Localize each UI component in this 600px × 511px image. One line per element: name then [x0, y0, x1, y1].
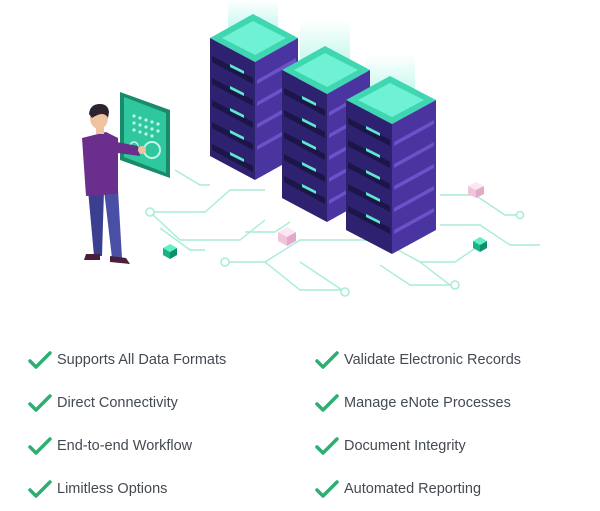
server-illustration-graphic	[82, 0, 540, 297]
checkmark-icon	[28, 394, 52, 412]
feature-label: End-to-end Workflow	[57, 438, 193, 454]
server-rack-1	[210, 14, 298, 180]
cube-green-left	[163, 244, 177, 259]
feature-item: Document Integrity	[314, 434, 466, 458]
feature-item: Limitless Options	[27, 477, 167, 501]
circuit-nodes	[145, 207, 525, 297]
feature-item: Automated Reporting	[314, 477, 481, 501]
feature-label: Automated Reporting	[344, 481, 482, 497]
checkmark-icon	[315, 437, 339, 455]
touchscreen-panel	[120, 92, 170, 178]
checkmark-icon	[315, 351, 339, 369]
feature-item: Validate Electronic Records	[314, 348, 521, 372]
server-illustration	[82, 0, 540, 297]
cube-pink-center	[278, 227, 296, 246]
checkmark-icon	[28, 437, 52, 455]
cube-pink-right	[468, 182, 484, 198]
feature-label: Validate Electronic Records	[344, 352, 522, 368]
feature-label: Limitless Options	[57, 481, 168, 497]
cube-green-right	[473, 237, 487, 252]
checkmark-icon	[28, 480, 52, 498]
feature-label: Document Integrity	[344, 438, 466, 454]
feature-label: Direct Connectivity	[57, 395, 178, 411]
checkmark-icon	[315, 394, 339, 412]
feature-label: Manage eNote Processes	[344, 395, 511, 411]
feature-item: Supports All Data Formats	[27, 348, 226, 372]
server-rack-3	[346, 76, 436, 254]
feature-label: Supports All Data Formats	[57, 352, 227, 368]
feature-item: End-to-end Workflow	[27, 434, 192, 458]
person-figure	[82, 104, 146, 264]
feature-item: Direct Connectivity	[27, 391, 178, 415]
feature-list: Supports All Data Formats Direct Connect…	[0, 336, 600, 506]
checkmark-icon	[315, 480, 339, 498]
checkmark-icon	[28, 351, 52, 369]
feature-item: Manage eNote Processes	[314, 391, 511, 415]
circuit-lines	[149, 169, 540, 293]
